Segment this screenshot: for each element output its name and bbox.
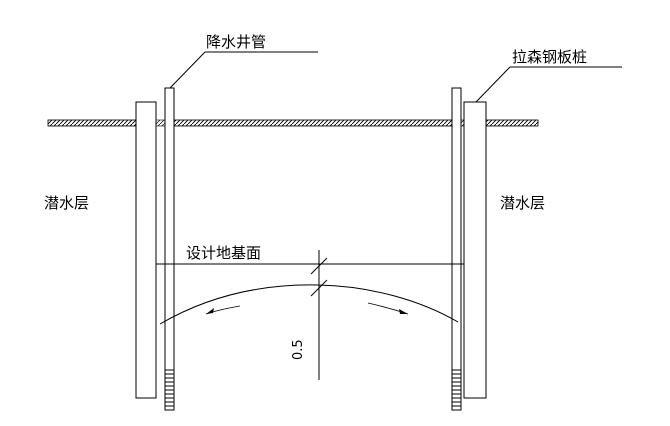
well-pipe-leader	[169, 51, 318, 89]
flow-arrow-right	[367, 302, 409, 315]
design-base-label: 设计地基面	[186, 244, 261, 262]
sheet-pile-left	[135, 101, 157, 399]
sheet-pile-right	[463, 101, 487, 399]
drawdown-curve	[159, 284, 459, 325]
aquifer-label-right: 潜水层	[500, 194, 545, 212]
well-pipe-right	[451, 87, 462, 411]
sheet-pile-label: 拉森钢板桩	[512, 48, 587, 66]
depth-dimension	[310, 250, 328, 380]
sheet-pile-leader	[475, 66, 622, 103]
depth-value-label: 0.5	[291, 339, 306, 360]
well-pipe-label: 降水井管	[206, 33, 266, 51]
flow-arrow-left	[205, 305, 241, 315]
well-pipe-left	[164, 87, 175, 411]
aquifer-label-left: 潜水层	[44, 194, 89, 212]
